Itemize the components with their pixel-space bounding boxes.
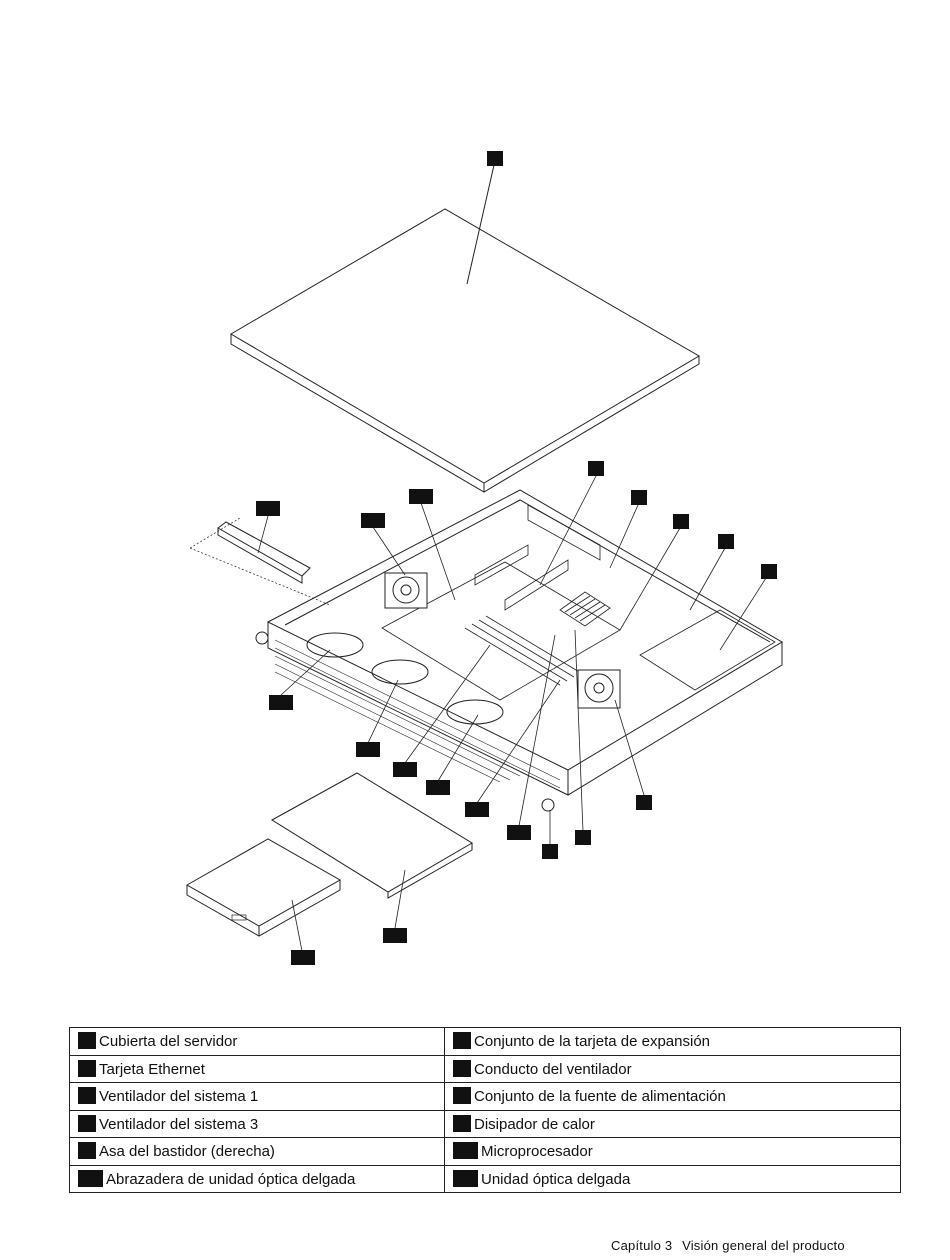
callout-swatch — [453, 1059, 471, 1077]
legend-item: Abrazadera de unidad óptica delgada — [106, 1170, 356, 1188]
callout-box — [487, 151, 503, 166]
table-row: Tarjeta Ethernet Conducto del ventilador — [69, 1054, 901, 1083]
table-row: Asa del bastidor (derecha) Microprocesad… — [69, 1137, 901, 1166]
callout-box — [383, 928, 407, 943]
callout-box — [409, 489, 433, 504]
callout-swatch — [453, 1142, 478, 1160]
callout-box — [507, 825, 531, 840]
table-row: Cubierta del servidor Conjunto de la tar… — [69, 1027, 901, 1056]
callout-box — [256, 501, 280, 516]
callout-swatch — [78, 1087, 96, 1105]
callout-box — [575, 830, 591, 845]
legend-item: Unidad óptica delgada — [481, 1170, 631, 1188]
legend-item: Asa del bastidor (derecha) — [99, 1143, 275, 1161]
callout-box — [291, 950, 315, 965]
callout-swatch — [78, 1169, 103, 1187]
chassis-drawing — [255, 489, 783, 812]
legend-item: Conjunto de la tarjeta de expansión — [474, 1033, 711, 1051]
callout-swatch — [78, 1032, 96, 1050]
leader-lines — [257, 475, 767, 952]
callout-box — [426, 780, 450, 795]
legend-item: Disipador de calor — [474, 1115, 595, 1133]
legend-item: Conjunto de la fuente de alimentación — [474, 1088, 726, 1106]
legend-item: Tarjeta Ethernet — [99, 1060, 205, 1078]
page-footer: Capítulo 3 Visión general del producto — [611, 1238, 851, 1253]
callout-swatch — [453, 1032, 471, 1050]
callout-box — [356, 742, 380, 757]
callout-box — [636, 795, 652, 810]
callout-swatch — [453, 1169, 478, 1187]
table-row: Ventilador del sistema 1 Conjunto de la … — [69, 1082, 901, 1111]
footer-chapter: Capítulo 3 — [611, 1238, 673, 1253]
callout-box — [588, 461, 604, 476]
optical-drive-bracket-drawing — [271, 772, 473, 899]
callout-box — [465, 802, 489, 817]
callout-box — [269, 695, 293, 710]
callout-swatch — [453, 1087, 471, 1105]
legend-item: Cubierta del servidor — [99, 1033, 238, 1051]
callout-box — [673, 514, 689, 529]
ethernet-card-drawing — [189, 517, 331, 606]
legend-item: Ventilador del sistema 1 — [99, 1088, 259, 1106]
callout-box — [718, 534, 734, 549]
server-exploded-view-illustration — [185, 164, 783, 952]
callout-box — [761, 564, 777, 579]
table-row: Abrazadera de unidad óptica delgada Unid… — [69, 1164, 901, 1193]
callout-swatch — [78, 1059, 96, 1077]
parts-legend-table: Cubierta del servidor Conjunto de la tar… — [69, 1027, 901, 1193]
legend-item: Microprocesador — [481, 1143, 593, 1161]
slim-optical-drive-drawing — [185, 838, 342, 937]
callout-box — [542, 844, 558, 859]
callout-box — [631, 490, 647, 505]
callout-swatch — [453, 1114, 471, 1132]
callout-swatch — [78, 1114, 96, 1132]
footer-title: Visión general del producto — [682, 1238, 845, 1253]
server-cover-drawing — [230, 164, 700, 493]
table-row: Ventilador del sistema 3 Disipador de ca… — [69, 1109, 901, 1138]
legend-item: Ventilador del sistema 3 — [99, 1115, 259, 1133]
callout-box — [393, 762, 417, 777]
callout-box — [361, 513, 385, 528]
callout-swatch — [78, 1142, 96, 1160]
legend-item: Conducto del ventilador — [474, 1060, 632, 1078]
